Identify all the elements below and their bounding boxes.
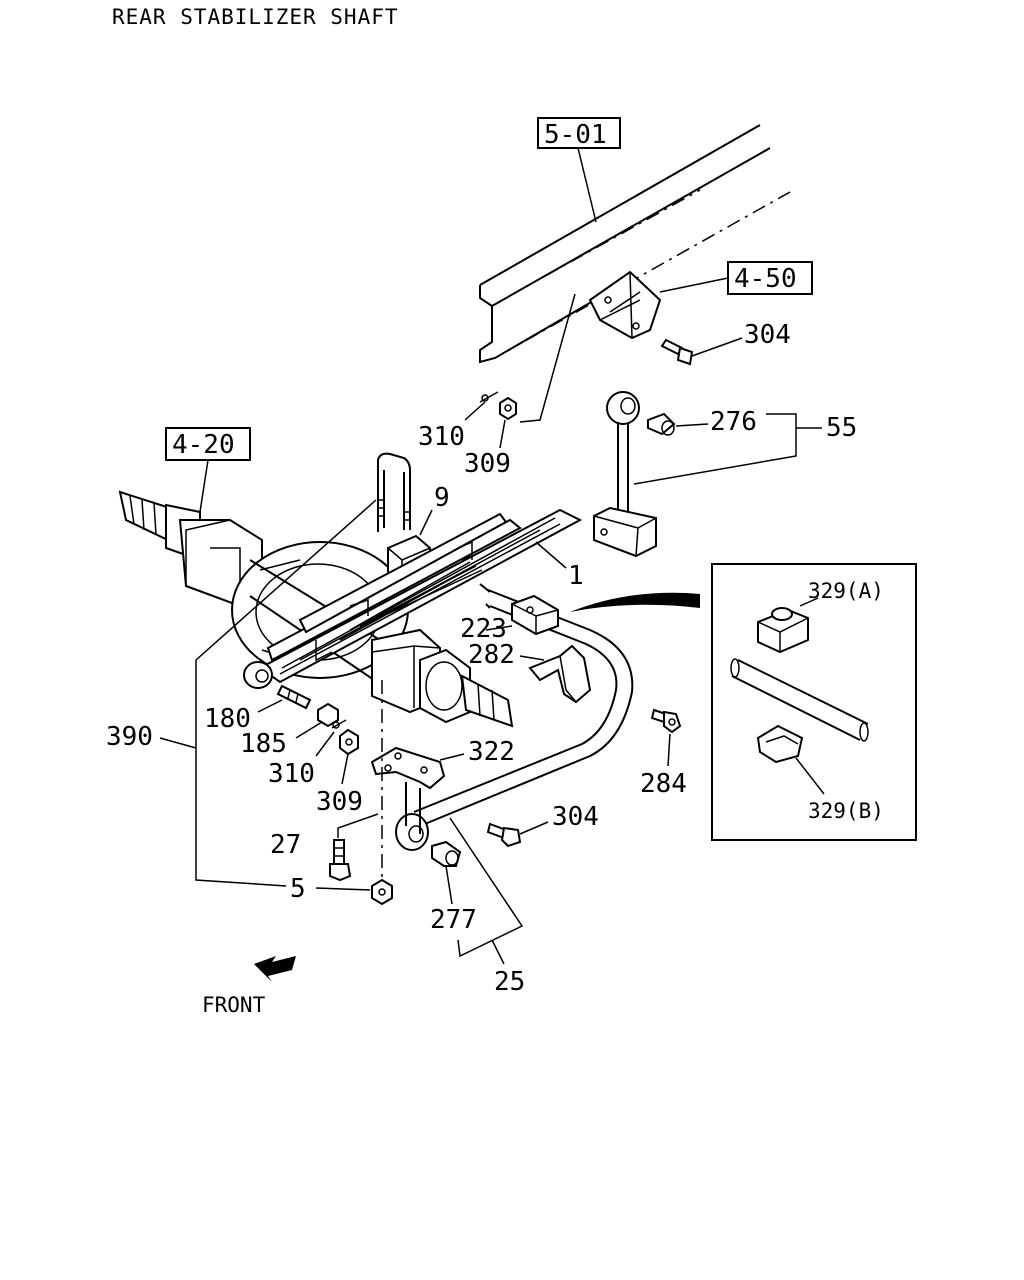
frame-bracket [588, 270, 662, 340]
label-282: 282 [468, 640, 515, 670]
bolt-284 [650, 708, 682, 734]
label-1: 1 [568, 561, 584, 591]
bracket-223 [511, 594, 559, 636]
label-180: 180 [204, 704, 251, 734]
leaf-spring [243, 508, 583, 689]
bolt-304-top [660, 338, 694, 366]
label-223: 223 [460, 614, 507, 644]
label-310-low: 310 [268, 759, 315, 789]
label-309-top: 309 [464, 449, 511, 479]
label-309-low: 309 [316, 787, 363, 817]
nut-5 [371, 878, 393, 906]
leader-390 [195, 499, 377, 887]
label-304-top: 304 [744, 320, 791, 350]
label-390: 390 [106, 722, 153, 752]
ref-box-frame[interactable] [537, 117, 621, 149]
label-322: 322 [468, 737, 515, 767]
bolt-180 [276, 684, 312, 710]
label-310-top: 310 [418, 422, 465, 452]
frame-rail [479, 124, 791, 364]
bolt-304-low [486, 822, 522, 848]
inset-label-a: 329(A) [808, 579, 884, 603]
label-276: 276 [710, 407, 757, 437]
bushing-276 [647, 412, 676, 436]
u-bolt [377, 452, 411, 532]
cotter-pin-310-top [479, 391, 499, 403]
ref-frame-label: 5-01 [544, 120, 607, 150]
nut-309-low [339, 728, 359, 756]
cotter-pin-310-low [331, 719, 347, 729]
bushing-277 [431, 840, 462, 867]
diagram-title: REAR STABILIZER SHAFT [112, 5, 399, 29]
rear-axle [118, 490, 514, 728]
shaft-segment [730, 658, 869, 742]
inset-box [711, 563, 917, 841]
bolt-27 [329, 839, 352, 882]
label-277: 277 [430, 905, 477, 935]
cushion-329a [757, 607, 809, 654]
stabilizer-link [593, 391, 657, 558]
leader-bracket-nut [519, 293, 576, 423]
nut-185 [317, 702, 339, 728]
label-304-low: 304 [552, 802, 599, 832]
nut-309-top [499, 396, 517, 421]
front-arrow-icon [254, 956, 296, 982]
ref-bracket-label: 4-50 [734, 264, 797, 294]
label-5: 5 [290, 874, 306, 904]
inset-label-b: 329(B) [808, 799, 884, 823]
label-9: 9 [434, 483, 450, 513]
label-185: 185 [240, 729, 287, 759]
label-284: 284 [640, 769, 687, 799]
label-25: 25 [494, 967, 525, 997]
label-55: 55 [826, 413, 857, 443]
plate-322 [370, 746, 446, 834]
cushion-329b [756, 724, 804, 764]
clamp-282 [528, 644, 592, 704]
inset-pointer-arrow [570, 592, 700, 612]
front-label: FRONT [202, 993, 266, 1017]
ref-axle-label: 4-20 [172, 430, 235, 460]
label-27: 27 [270, 830, 301, 860]
